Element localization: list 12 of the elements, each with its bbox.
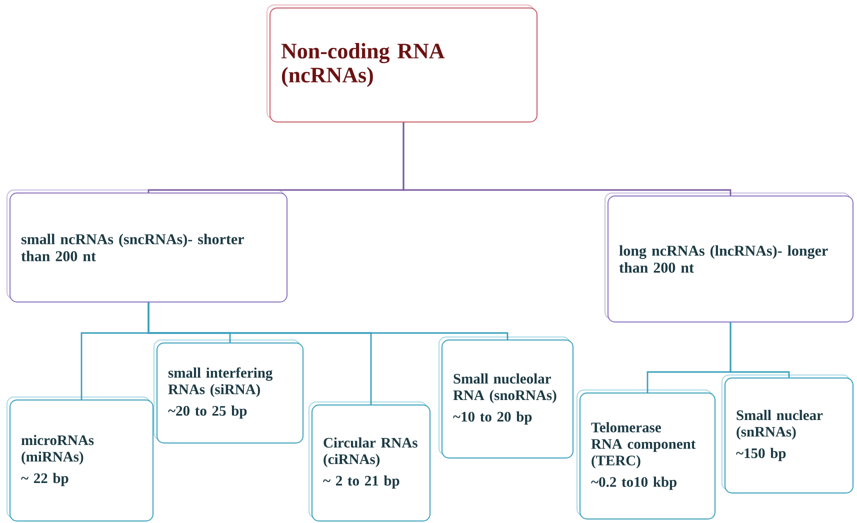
process-box: small ncRNAs (sncRNAs)- shorter than 200 nt	[6, 190, 288, 302]
process-box: long ncRNAs (lncRNAs)- longer than 200 nt	[604, 192, 854, 322]
process-box: microRNAs (miRNAs) ~ 22 bp	[6, 396, 154, 522]
process-box: small interfering RNAs (siRNA) ~20 to 25 bp	[154, 340, 304, 444]
connector-line	[730, 322, 790, 378]
process-box: Small nucleolar RNA (snoRNAs) ~10 to 20 bp	[438, 336, 574, 458]
connector-line	[402, 122, 732, 196]
process-box: Small nuclear (snRNAs) ~150 bp	[722, 374, 854, 494]
connector-line	[148, 302, 508, 340]
process-box: Non-coding RNA (ncRNAs)	[266, 4, 538, 122]
process-box: Telomerase RNA component (TERC) ~0.2 to10 kbp	[576, 390, 716, 520]
process-box: Circular RNAs (ciRNAs) ~ 2 to 21 bp	[308, 402, 430, 522]
